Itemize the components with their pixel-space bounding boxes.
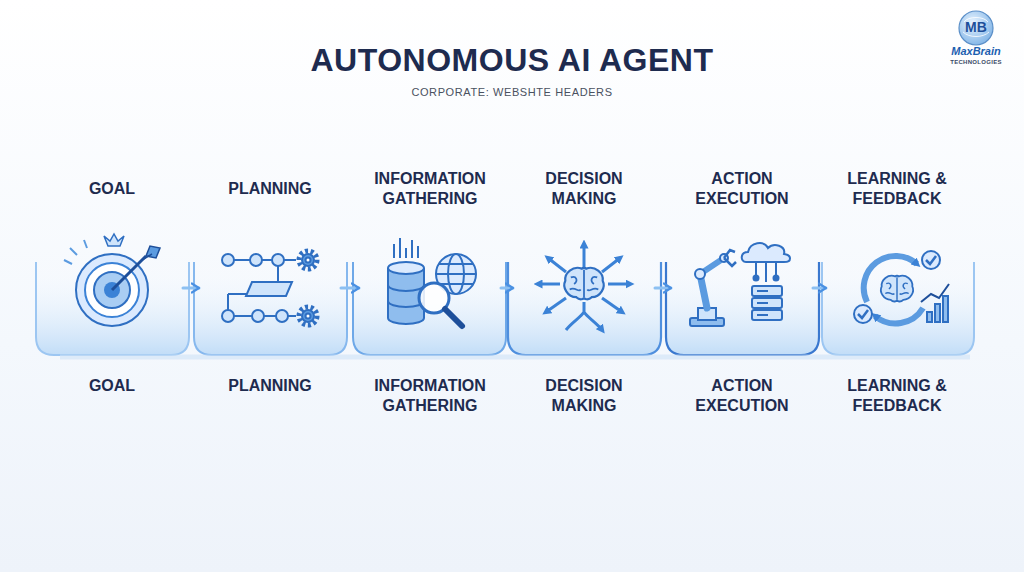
process-stage: LEARNING & FEEDBACK LEARNING & FEEDBACK	[827, 165, 967, 420]
process-stage: PLANNING PLANNING	[200, 165, 340, 420]
robot-cloud-icon	[690, 243, 790, 326]
stage-heading: LEARNING & FEEDBACK	[831, 169, 963, 209]
flow-chevron	[813, 287, 826, 290]
flow-chevron	[341, 287, 359, 290]
stage-heading: ACTION EXECUTION	[676, 169, 808, 209]
learning-cycle-icon	[854, 251, 949, 323]
process-stage: DECISION MAKING DECISION MAKING	[514, 165, 654, 420]
logo-tagline: TECHNOLOGIES	[941, 58, 1011, 66]
subtitle: CORPORATE: WEBSHTE HEADERS	[212, 86, 812, 99]
process-stage: INFORMATION GATHERING INFORMATION GATHERI…	[360, 165, 500, 420]
stage-label: ACTION EXECUTION	[676, 376, 808, 416]
process-stage: ACTION EXECUTION ACTION EXECUTION	[672, 165, 812, 420]
logo-name: MaxBrain	[941, 45, 1011, 58]
stage-label: LEARNING & FEEDBACK	[831, 376, 963, 416]
flow-chevron	[183, 287, 199, 290]
flow-chevron	[655, 287, 671, 290]
stage-label: DECISION MAKING	[518, 376, 650, 416]
target-icon	[64, 234, 160, 326]
stage-heading: PLANNING	[204, 179, 336, 199]
process-band	[36, 262, 974, 357]
database-search-icon	[388, 238, 476, 326]
stage-label: INFORMATION GATHERING	[364, 376, 496, 416]
stage-label: GOAL	[46, 376, 178, 396]
logo-initials: MB	[959, 19, 993, 35]
flowchart-icon	[222, 251, 317, 325]
logo-mark	[959, 11, 993, 45]
brain-arrows-icon	[538, 244, 630, 330]
stage-heading: DECISION MAKING	[518, 169, 650, 209]
process-stage: GOAL GOAL	[42, 165, 182, 420]
stage-label: PLANNING	[204, 376, 336, 396]
diagram-title: AUTONOMOUS AI AGENT	[0, 42, 1024, 79]
stage-heading: GOAL	[46, 179, 178, 199]
flow-chevron	[501, 287, 513, 290]
stage-heading: INFORMATION GATHERING	[364, 169, 496, 209]
